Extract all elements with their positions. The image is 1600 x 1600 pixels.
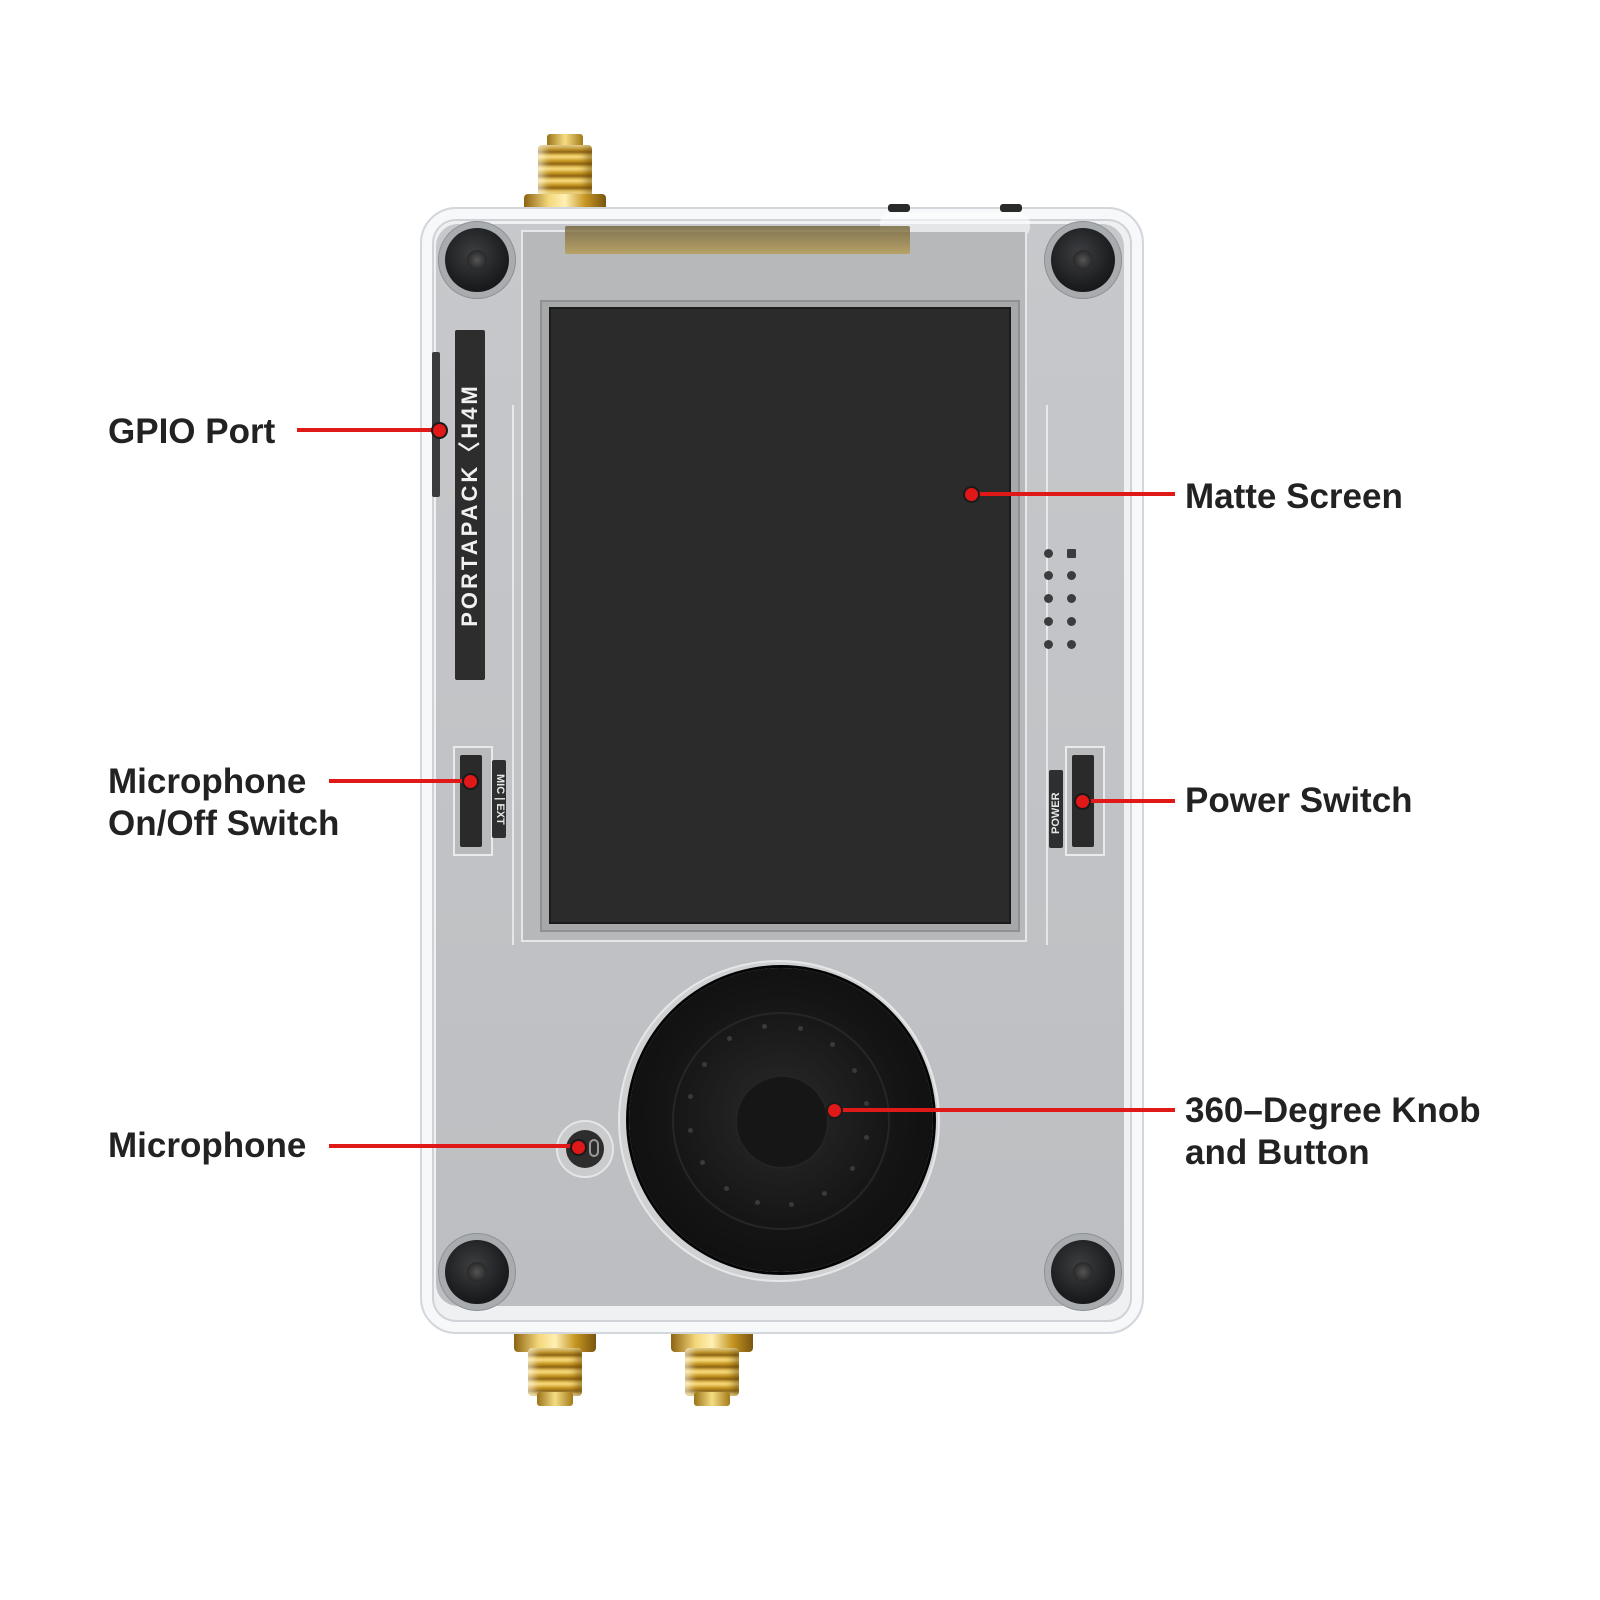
leader-dot-matte-screen — [965, 488, 978, 501]
brand-label: PORTAPACK〈H4M — [457, 383, 482, 627]
knob-inner-ring — [672, 1012, 890, 1230]
callout-knob-line1: 360–Degree Knob — [1185, 1091, 1481, 1130]
mic-switch-label: MIC | EXT — [494, 774, 506, 825]
top-button-left[interactable] — [888, 204, 910, 212]
callout-mic-switch: Microphone On/Off Switch — [108, 761, 339, 845]
screw-top-left — [445, 228, 509, 292]
leader-mic-switch — [329, 779, 465, 783]
power-switch-tag — [1049, 770, 1063, 848]
top-button-right[interactable] — [1000, 204, 1022, 212]
callout-matte-screen-text: Matte Screen — [1185, 477, 1403, 516]
leader-gpio-port — [297, 428, 438, 432]
knob-center-button[interactable] — [737, 1077, 827, 1167]
callout-microphone: Microphone — [108, 1125, 306, 1167]
callout-power-switch-text: Power Switch — [1185, 781, 1413, 820]
matte-screen[interactable] — [549, 307, 1011, 924]
mic-switch[interactable] — [460, 755, 482, 847]
leader-dot-gpio-port — [433, 424, 446, 437]
leader-dot-knob — [828, 1104, 841, 1117]
edge-highlight-right — [1046, 405, 1048, 945]
callout-mic-switch-line2: On/Off Switch — [108, 804, 340, 843]
brand-bar — [455, 330, 485, 680]
callout-knob: 360–Degree Knob and Button — [1185, 1090, 1481, 1174]
leader-dot-microphone — [572, 1141, 585, 1154]
microphone-mark — [589, 1139, 599, 1157]
power-switch-label: POWER — [1050, 792, 1062, 834]
screw-bottom-left — [445, 1240, 509, 1304]
leader-microphone — [329, 1144, 577, 1148]
callout-microphone-text: Microphone — [108, 1126, 307, 1165]
callout-gpio-port-text: GPIO Port — [108, 412, 276, 451]
callout-gpio-port: GPIO Port — [108, 411, 275, 453]
edge-highlight-left — [512, 405, 514, 945]
leader-dot-power-switch — [1076, 795, 1089, 808]
callout-matte-screen: Matte Screen — [1185, 476, 1403, 518]
leader-knob — [835, 1108, 1175, 1112]
leader-matte-screen — [972, 492, 1175, 496]
mic-switch-tag — [492, 760, 506, 838]
screw-bottom-right — [1051, 1240, 1115, 1304]
pcb-strip — [565, 226, 910, 254]
callout-mic-switch-line1: Microphone — [108, 762, 307, 801]
leader-dot-mic-switch — [464, 775, 477, 788]
callout-knob-line2: and Button — [1185, 1133, 1370, 1172]
callout-power-switch: Power Switch — [1185, 780, 1413, 822]
screw-top-right — [1051, 228, 1115, 292]
leader-power-switch — [1083, 799, 1175, 803]
